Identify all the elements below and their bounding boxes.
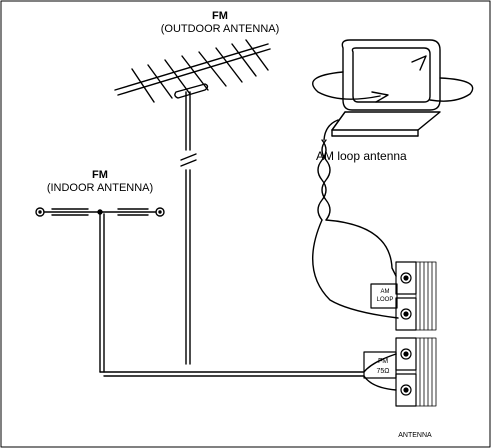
fm-indoor-antenna	[35, 207, 165, 373]
fm-outdoor-antenna	[114, 39, 271, 365]
fm-indoor-title: FM	[92, 169, 108, 181]
fm-feed-line	[99, 353, 397, 391]
am-loop-caption: AM loop antenna	[316, 149, 407, 163]
am-terminal-label-line1: AM	[380, 289, 390, 295]
fm-outdoor-subtitle: (OUTDOOR ANTENNA)	[160, 23, 280, 35]
fm-outdoor-title: FM	[212, 10, 228, 22]
am-terminal-label-line2: LOOP	[376, 297, 394, 303]
fm-terminal-label-line1: FM	[377, 358, 389, 365]
fm-terminal-label-line2: 75Ω	[376, 368, 390, 375]
antenna-panel-label: ANTENNA	[398, 432, 432, 439]
am-loop-antenna	[312, 39, 474, 319]
fm-indoor-subtitle: (INDOOR ANTENNA)	[46, 182, 154, 194]
